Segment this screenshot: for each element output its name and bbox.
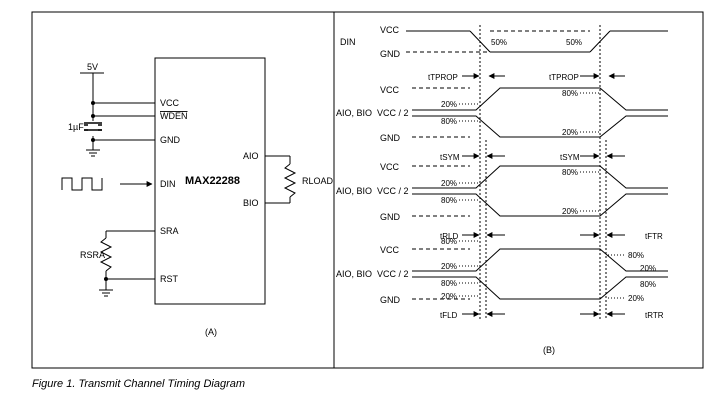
g3-80a: 80% [441, 279, 457, 288]
g1-gnd: GND [380, 133, 401, 143]
din-waveform [61, 177, 103, 191]
g1-vcc: VCC [380, 85, 400, 95]
g2-gnd: GND [380, 212, 401, 222]
g3-20r2: 20% [628, 294, 644, 303]
g1-vcc2: VCC / 2 [377, 108, 409, 118]
g3-80b: 80% [441, 237, 457, 246]
g2-20: 20% [441, 179, 457, 188]
pin-vcc: VCC [160, 98, 180, 108]
figure-caption: Figure 1. Transmit Channel Timing Diagra… [32, 378, 246, 390]
tsym-label-2: tSYM [560, 153, 580, 162]
g1-aio-bio: AIO, BIO [336, 108, 372, 118]
panel-b-timing: VCC DIN GND 50% 50% tTPROP tTPROP VCC AI… [336, 25, 668, 355]
g3-80r1: 80% [628, 251, 644, 260]
din-vcc-label: VCC [380, 25, 400, 35]
ground-symbol-bottom [99, 289, 113, 297]
g3-20b: 20% [441, 292, 457, 301]
rload-resistor [283, 163, 297, 198]
g3-20r1: 20% [640, 264, 656, 273]
g1-20r: 20% [562, 128, 578, 137]
tfld-label: tFLD [440, 311, 458, 320]
din-signal-label: DIN [340, 37, 356, 47]
g1-80: 80% [441, 117, 457, 126]
pin-din: DIN [160, 179, 176, 189]
rsra-label: RSRA [80, 250, 105, 260]
din-gnd-label: GND [380, 49, 401, 59]
g1-aio [412, 87, 668, 111]
din-50-fall: 50% [491, 38, 507, 47]
g3-vcc: VCC [380, 245, 400, 255]
g3-aio-bio: AIO, BIO [336, 269, 372, 279]
chip-name: MAX22288 [185, 175, 240, 187]
g3-vcc2: VCC / 2 [377, 269, 409, 279]
g1-20: 20% [441, 100, 457, 109]
pin-rst: RST [160, 274, 179, 284]
tprop-label-1: tTPROP [428, 73, 458, 82]
g3-bio [412, 276, 668, 300]
g2-aio [412, 165, 668, 189]
pin-wden: WDEN [160, 111, 188, 121]
pin-sra: SRA [160, 226, 179, 236]
pin-bio: BIO [243, 198, 259, 208]
supply-label: 5V [87, 62, 98, 72]
figure-frame [31, 11, 704, 369]
g2-80r: 80% [562, 168, 578, 177]
pin-aio: AIO [243, 151, 259, 161]
g1-80r: 80% [562, 89, 578, 98]
pin-gnd: GND [160, 135, 181, 145]
g1-bio [412, 115, 668, 138]
trld-label: tRLD [440, 232, 458, 241]
cap-label: 1µF [68, 122, 84, 132]
g2-vcc: VCC [380, 162, 400, 172]
g3-20a: 20% [441, 262, 457, 271]
g3-80r2: 80% [640, 280, 656, 289]
din-50-rise: 50% [566, 38, 582, 47]
g2-80: 80% [441, 196, 457, 205]
g2-bio [412, 193, 668, 217]
trtr-label: tRTR [645, 311, 664, 320]
tftr-label: tFTR [645, 232, 663, 241]
chip-body [154, 57, 266, 305]
panel-a-schematic: MAX22288 5V 1µF VCC WDEN GND DIN SRA RST [61, 57, 334, 337]
ground-symbol-top [86, 149, 100, 157]
g2-vcc2: VCC / 2 [377, 186, 409, 196]
panel-a-label: (A) [205, 327, 217, 337]
g3-gnd: GND [380, 295, 401, 305]
rsra-resistor [99, 237, 113, 272]
g2-20r: 20% [562, 207, 578, 216]
panel-b-label: (B) [543, 345, 555, 355]
tprop-label-2: tTPROP [549, 73, 579, 82]
tsym-label-1: tSYM [440, 153, 460, 162]
rload-label: RLOAD [302, 176, 334, 186]
g3-aio [412, 248, 668, 272]
g2-aio-bio: AIO, BIO [336, 186, 372, 196]
